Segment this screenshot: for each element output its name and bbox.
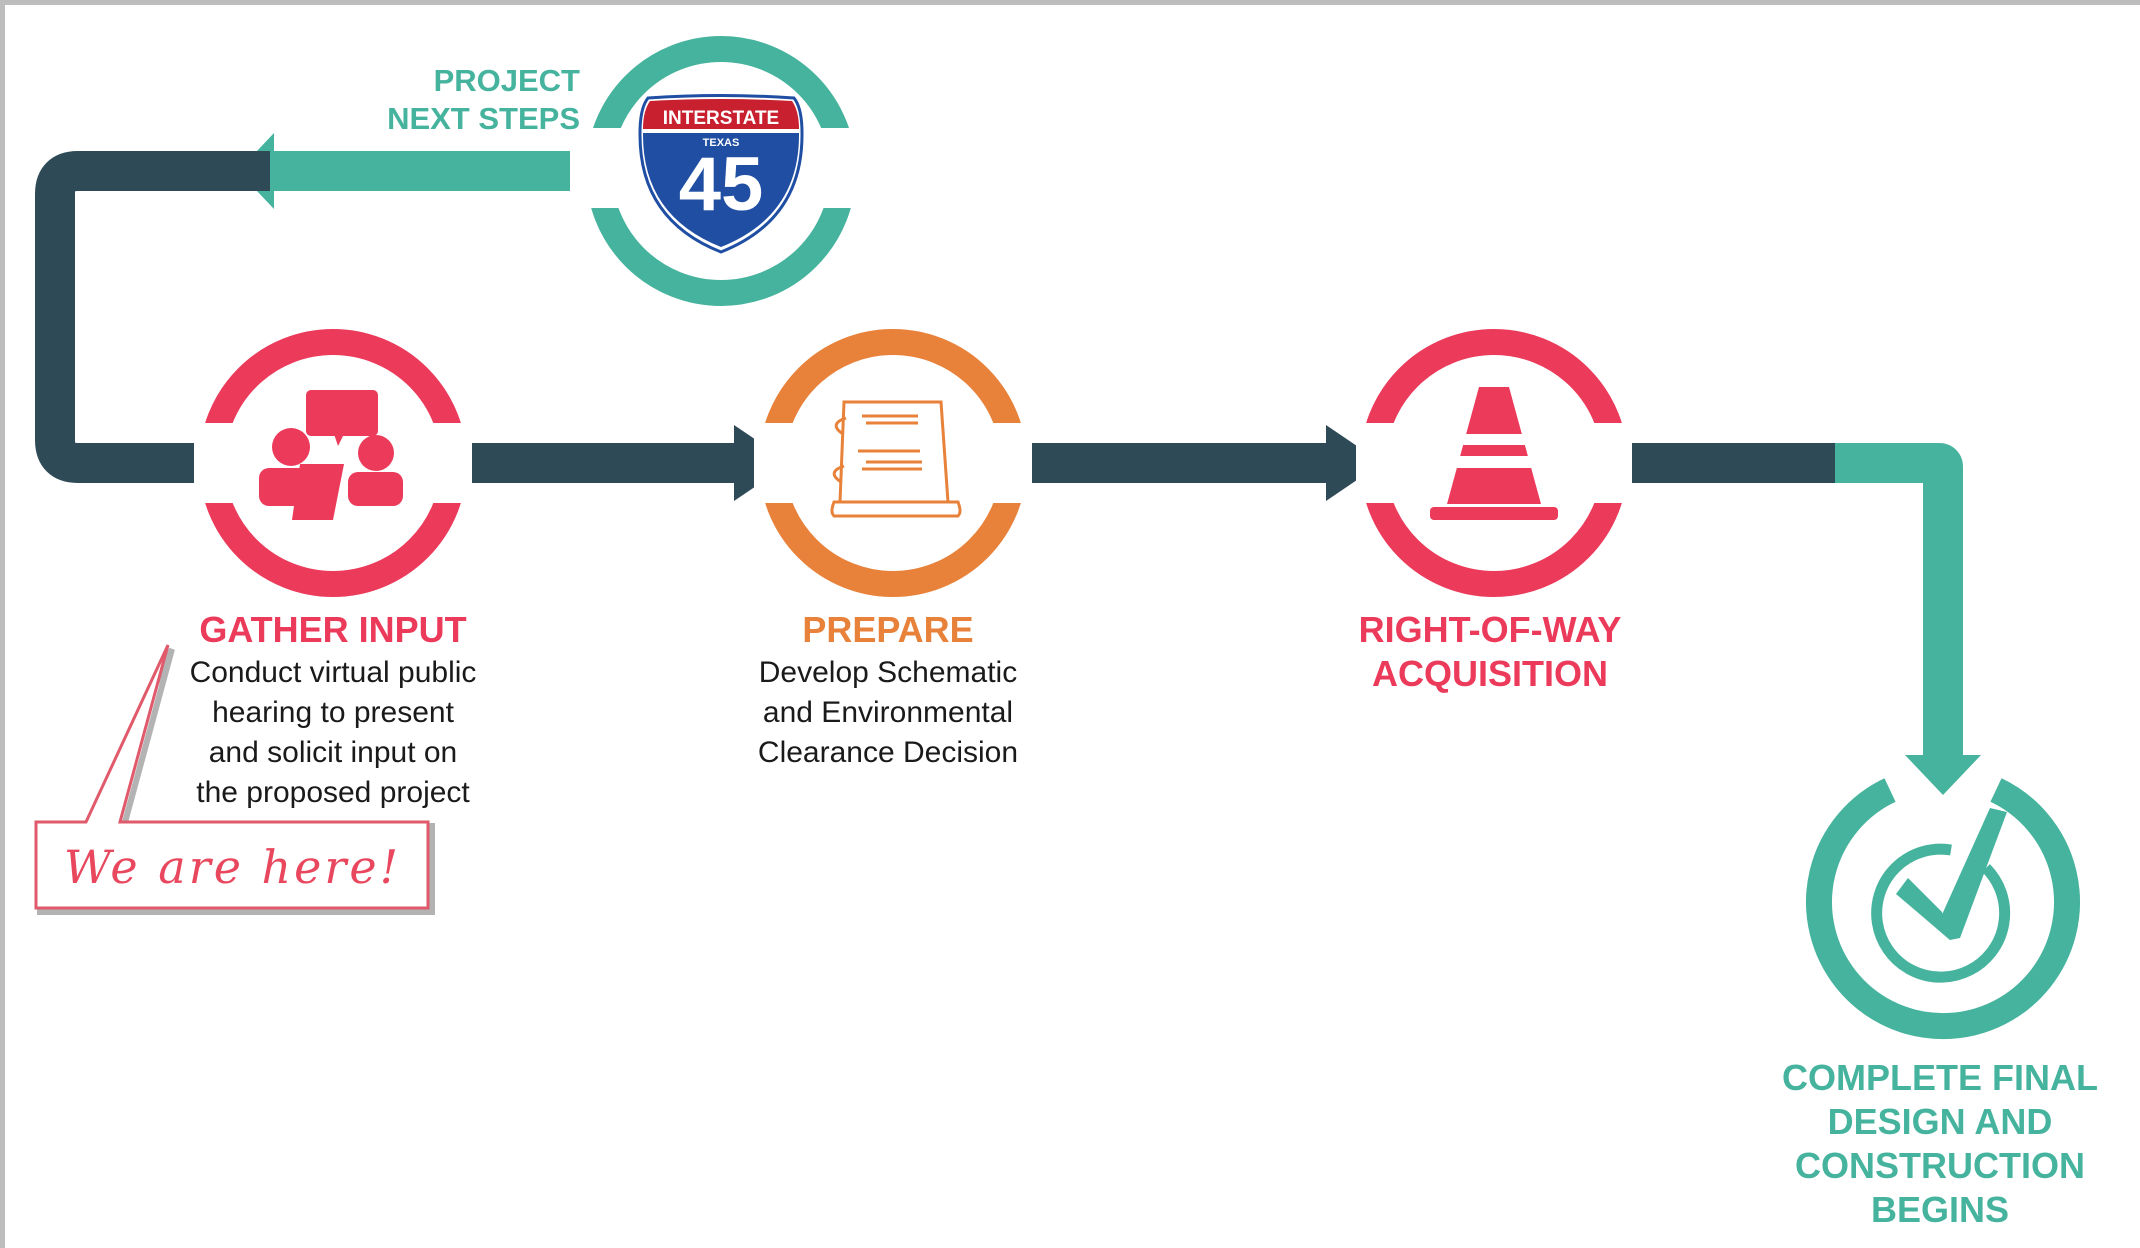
arrowhead-into-row: [1326, 425, 1382, 501]
prepare-title-line: PREPARE: [802, 609, 974, 650]
people-chat-icon: [259, 390, 403, 520]
gather-input-desc-line: the proposed project: [196, 776, 470, 809]
connector-row-navy: [1600, 443, 1840, 483]
gather-input-title: GATHER INPUT: [133, 608, 533, 652]
callout-text: We are here!: [63, 840, 402, 894]
gather-input-desc-line: Conduct virtual public: [189, 656, 477, 689]
title-line-2: NEXT STEPS: [387, 101, 580, 136]
gather-input-title-line: GATHER INPUT: [199, 609, 467, 650]
prepare-desc-line: Clearance Decision: [757, 736, 1019, 769]
project-next-steps-title: PROJECT NEXT STEPS: [360, 62, 580, 138]
connector-prepare-row: [1002, 443, 1332, 483]
prepare-desc-line: Develop Schematic: [758, 656, 1018, 689]
shield-number: 45: [679, 142, 764, 227]
connector-row-teal: [1835, 443, 1963, 760]
complete-title-line: CONSTRUCTION: [1795, 1145, 2085, 1186]
right-of-way-title: RIGHT-OF-WAY ACQUISITION: [1290, 608, 1690, 696]
complete-title-line: BEGINS: [1870, 1189, 2010, 1230]
complete-title-line: DESIGN AND: [1827, 1101, 2053, 1142]
prepare-description: Develop Schematic and Environmental Clea…: [688, 653, 1088, 773]
complete-ring: [1806, 778, 2080, 1040]
prepare-desc-line: and Environmental: [762, 696, 1014, 729]
interstate-45-shield-icon: INTERSTATE TEXAS 45: [638, 94, 804, 254]
shield-state-text: TEXAS: [703, 137, 740, 149]
document-icon: [830, 400, 962, 518]
return-arrow-navy: [35, 151, 270, 483]
title-line-1: PROJECT: [433, 63, 580, 98]
gather-input-description: Conduct virtual public hearing to presen…: [133, 653, 533, 813]
checkmark-icon: [1871, 808, 2011, 983]
complete-title-line: COMPLETE FINAL: [1782, 1057, 2098, 1098]
prepare-title: PREPARE: [688, 608, 1088, 652]
right-of-way-title-line: ACQUISITION: [1371, 653, 1608, 694]
connector-gather-prepare: [426, 443, 746, 483]
traffic-cone-icon: [1430, 387, 1558, 520]
shield-top-text: INTERSTATE: [663, 108, 779, 129]
gather-input-desc-line: hearing to present: [212, 696, 454, 729]
arrowhead-into-complete: [1905, 755, 1981, 795]
we-are-here-callout: [34, 644, 435, 915]
right-of-way-title-line: RIGHT-OF-WAY: [1358, 609, 1622, 650]
complete-title: COMPLETE FINAL DESIGN AND CONSTRUCTION B…: [1740, 1056, 2140, 1232]
gather-input-desc-line: and solicit input on: [208, 736, 458, 769]
